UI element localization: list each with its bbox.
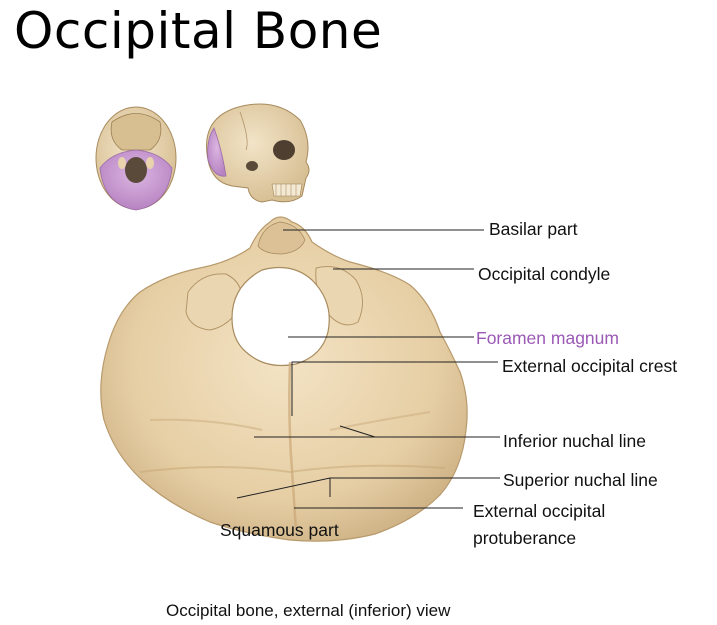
label-inferior-nuchal-line: Inferior nuchal line (503, 431, 646, 451)
label-occipital-condyle: Occipital condyle (478, 264, 611, 284)
page-title: Occipital Bone (14, 2, 383, 60)
occipital-bone-main (100, 216, 468, 542)
label-external-occipital-crest: External occipital crest (502, 356, 678, 376)
label-basilar-part: Basilar part (489, 219, 578, 239)
figure-caption: Occipital bone, external (inferior) view (166, 601, 451, 620)
skull-inferior-view-icon (95, 106, 177, 211)
label-external-occipital-protuberance-line2: protuberance (473, 528, 577, 548)
label-external-occipital-protuberance-line1: External occipital (473, 501, 606, 521)
leader-external-occipital-crest (291, 361, 498, 416)
label-squamous-part: Squamous part (220, 520, 339, 540)
label-superior-nuchal-line: Superior nuchal line (503, 470, 658, 490)
skull-lateral-view-icon (206, 103, 310, 203)
leader-lines (236, 229, 500, 509)
label-foramen-magnum: Foramen magnum (476, 328, 619, 348)
